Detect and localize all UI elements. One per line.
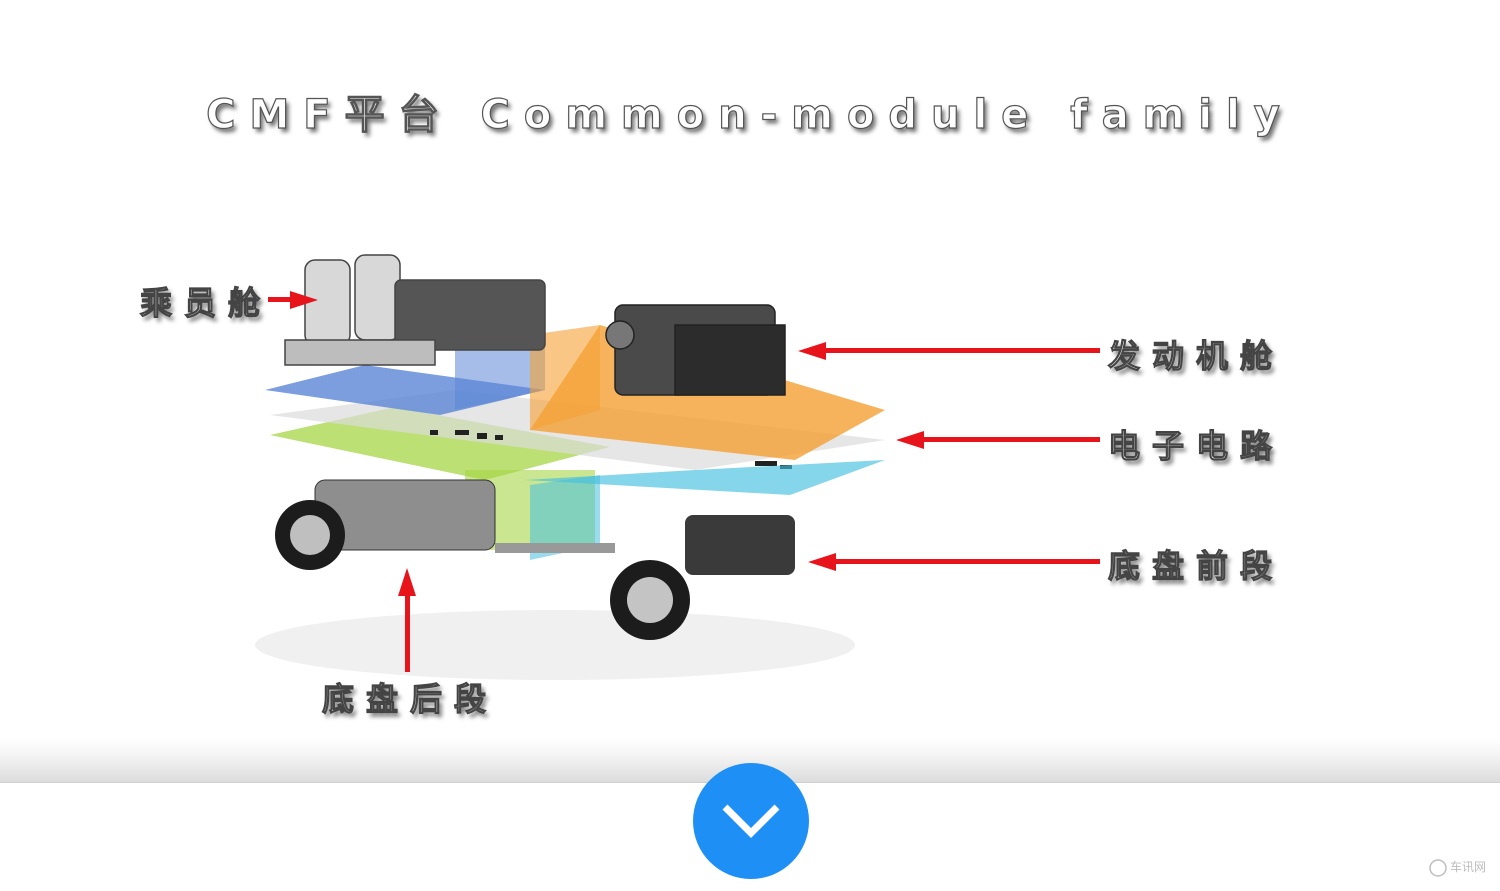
arrow-electronics [922,437,1100,442]
chevron-down-icon [722,804,780,838]
label-engine-bay: 发动机舱 [1107,336,1285,375]
label-passenger-cabin: 乘员舱 [139,283,273,322]
cmf-platform-diagram [255,254,885,680]
label-front-chassis: 底盘前段 [1107,546,1285,585]
label-electronics: 电子电路 [1107,426,1285,465]
arrow-engine-bay [824,348,1100,353]
front-chassis-layer [525,460,885,495]
arrowhead-left-icon [798,342,826,360]
arrow-passenger-cabin [268,297,293,302]
label-rear-chassis: 底盘后段 [321,679,499,718]
arrow-front-chassis [834,559,1100,564]
watermark-text: 车讯网 [1450,859,1486,874]
arrowhead-up-icon [398,568,416,596]
arrow-rear-chassis [405,594,410,672]
arrowhead-left-icon [896,431,924,449]
page-title: CMF平台 Common-module family [206,91,1294,138]
scroll-down-button[interactable] [693,763,809,879]
arrowhead-left-icon [808,553,836,571]
watermark-logo: 车讯网 [1428,856,1494,882]
arrowhead-right-icon [290,291,318,309]
